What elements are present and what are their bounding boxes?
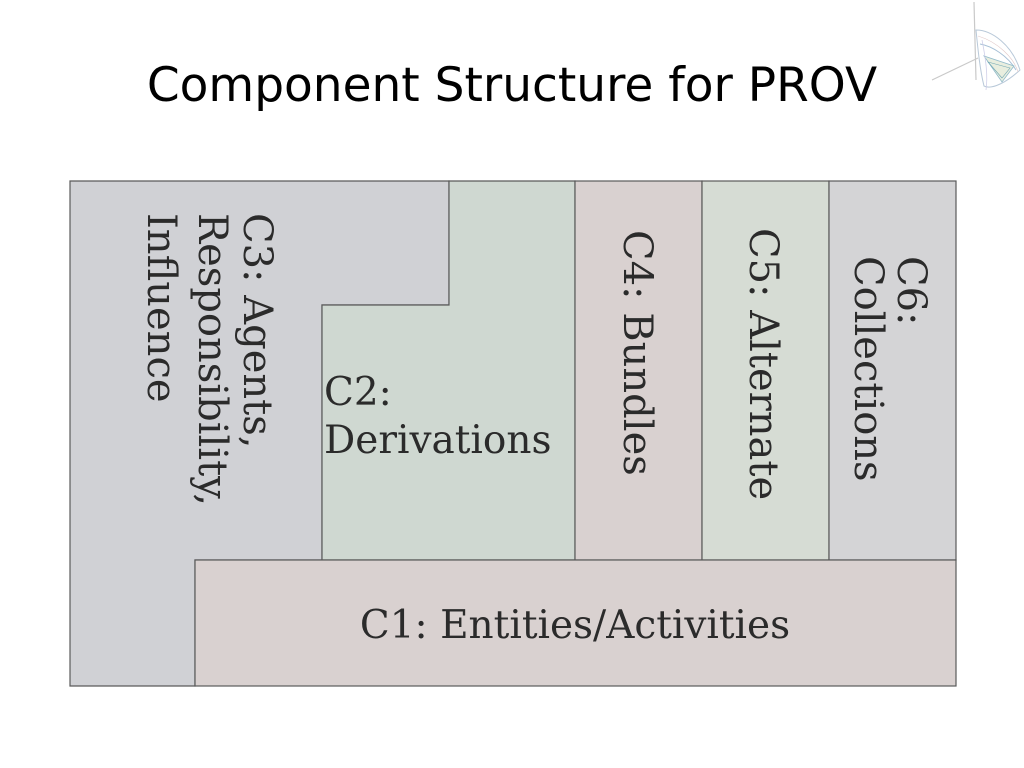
- component-c3-label: Responsibility,: [189, 213, 235, 506]
- component-c4-label: C4: Bundles: [614, 230, 660, 476]
- component-c6-label: Collections: [845, 256, 891, 482]
- component-c1-label: C1: Entities/Activities: [360, 603, 790, 648]
- prov-logo-icon: [931, 1, 1021, 91]
- page-title: Component Structure for PROV: [146, 58, 878, 113]
- component-c3-label: C3: Agents,: [234, 213, 280, 449]
- component-c2-label: C2:: [324, 370, 392, 415]
- component-c4-region: [574, 180, 703, 561]
- component-c3-label: Influence: [138, 213, 184, 403]
- component-c5-region: [701, 180, 830, 561]
- component-c6-region: [828, 180, 957, 561]
- component-c6-label: C6:: [888, 256, 934, 326]
- component-c2-label: Derivations: [324, 418, 552, 463]
- component-c1-region: [194, 559, 957, 687]
- component-c5-label: C5: Alternate: [740, 228, 786, 500]
